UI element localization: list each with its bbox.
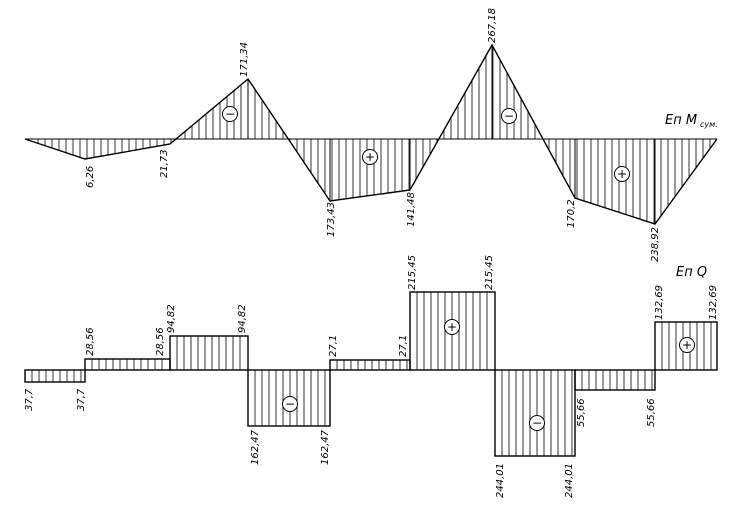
shear-label-55-66-a: 55,66 [576, 398, 587, 427]
shear-block-28-56 [84, 358, 171, 371]
shear-label-162-47-a: 162,47 [250, 429, 261, 465]
shear-label-37-7-a: 37,7 [24, 388, 35, 411]
moment-hatching [37, 46, 711, 224]
moment-title-sub: сум. [700, 120, 718, 129]
svg-text:+: + [617, 167, 627, 181]
svg-text:−: − [285, 397, 295, 411]
shear-title: Еп Q [676, 265, 707, 280]
shear-diagram: Еп Q 37,7 37,7 28,56 28,56 94,82 94,82 1… [24, 255, 719, 498]
shear-sign-minus-1: − [282, 396, 298, 412]
shear-label-94-82-b: 94,82 [237, 304, 248, 333]
shear-label-27-1-b: 27,1 [398, 335, 409, 357]
shear-label-94-82-a: 94,82 [166, 304, 177, 333]
moment-sign-plus-1: + [362, 149, 378, 165]
shear-label-132-69-a: 132,69 [654, 285, 665, 320]
shear-label-244-01-a: 244,01 [495, 463, 506, 498]
moment-sign-minus-2: − [501, 108, 517, 124]
moment-label-21-73: 21,73 [159, 149, 170, 178]
moment-label-6-26: 6,26 [85, 166, 96, 188]
moment-label-173-43: 173,43 [326, 202, 337, 237]
shear-label-132-69-b: 132,69 [708, 285, 719, 320]
shear-block-94-82 [169, 335, 249, 371]
shear-label-244-01-b: 244,01 [564, 463, 575, 498]
shear-block-27-1 [329, 359, 411, 371]
shear-label-215-45-b: 215,45 [484, 255, 495, 290]
moment-label-267-18: 267,18 [487, 8, 498, 43]
shear-sign-plus-2: + [679, 337, 695, 353]
shear-label-27-1-a: 27,1 [328, 335, 339, 357]
svg-text:+: + [447, 320, 457, 334]
shear-block-215-45 [409, 291, 496, 371]
shear-label-28-56-a: 28,56 [85, 327, 96, 356]
moment-label-170-2: 170,2 [566, 199, 577, 228]
shear-label-37-7-b: 37,7 [76, 388, 87, 411]
moment-sign-plus-2: + [614, 166, 630, 182]
moment-title: Еп M [665, 113, 697, 128]
shear-sign-plus-1: + [444, 319, 460, 335]
shear-hatching [31, 292, 712, 456]
svg-text:+: + [365, 150, 375, 164]
shear-block-132-69 [654, 321, 718, 371]
shear-block-55-66 [574, 369, 656, 391]
svg-text:−: − [225, 107, 235, 121]
svg-text:+: + [682, 338, 692, 352]
moment-label-171-34: 171,34 [239, 42, 250, 77]
shear-block-37-7 [24, 369, 86, 383]
shear-label-55-66-b: 55,66 [646, 398, 657, 427]
shear-label-162-47-b: 162,47 [320, 429, 331, 465]
moment-label-238-92: 238,92 [650, 227, 661, 262]
moment-diagram: Еп M сум. 6,26 21,73 171,34 173,43 141,4… [24, 8, 718, 262]
shear-label-215-45-a: 215,45 [407, 255, 418, 290]
moment-outline [24, 43, 718, 225]
moment-sign-minus-1: − [222, 106, 238, 122]
moment-label-141-48: 141,48 [406, 192, 417, 227]
shear-sign-minus-2: − [529, 415, 545, 431]
shear-block-162-47 [247, 369, 331, 427]
svg-text:−: − [532, 416, 542, 430]
shear-label-28-56-b: 28,56 [155, 327, 166, 356]
svg-text:−: − [504, 109, 514, 123]
shear-block-244-01 [494, 369, 576, 457]
